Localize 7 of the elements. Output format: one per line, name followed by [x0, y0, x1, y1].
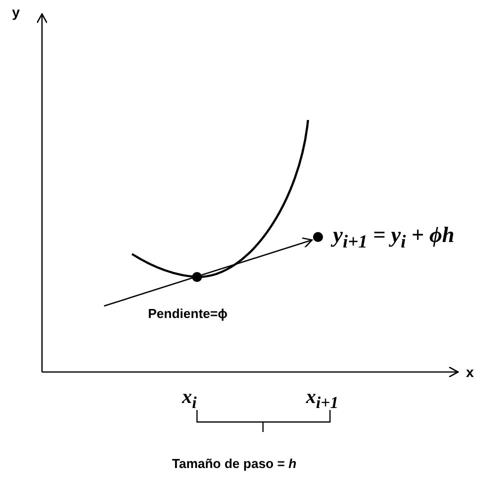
axis-label: x	[466, 364, 474, 380]
step-size-label: Tamaño de paso = h	[172, 456, 296, 471]
tick-label: x$_{i}$	[182, 386, 197, 413]
axis-label: y	[12, 4, 20, 20]
slope-label: Pendiente=ϕ	[148, 306, 228, 321]
tick-label: x$_{i+1}$	[306, 386, 338, 413]
formula-text: y$_{i+1}$ = y$_{i}$ + ϕh	[333, 222, 454, 252]
